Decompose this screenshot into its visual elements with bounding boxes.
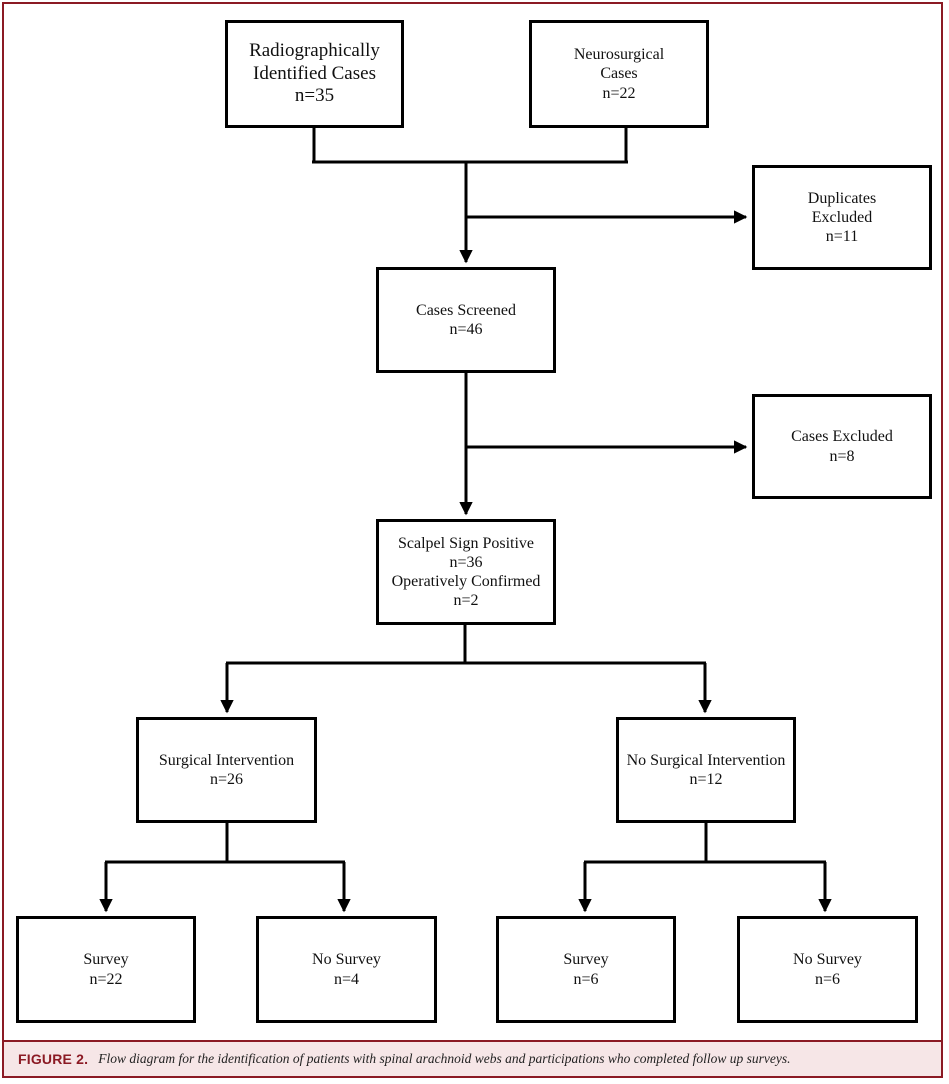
box-survey-surgical-line-2: n=22	[89, 970, 123, 988]
box-radiographic-line-3: n=35	[294, 85, 335, 107]
box-no-surgical-intervention: No Surgical Intervention n=12	[616, 717, 796, 823]
box-neurosurgical-line-1: Neurosurgical	[573, 46, 665, 64]
box-survey-surgical-line-1: Survey	[83, 951, 129, 969]
box-survey-nonsurgical-line-2: n=6	[573, 970, 599, 988]
figure-caption-label: FIGURE 2.	[18, 1051, 89, 1067]
box-survey-nonsurgical: Survey n=6	[496, 916, 676, 1023]
box-scalpel-line-2: n=36	[449, 553, 483, 571]
box-no-survey-nonsurgical-line-2: n=6	[814, 970, 841, 988]
box-survey-surgical: Survey n=22	[16, 916, 196, 1023]
box-excluded-line-1: Cases Excluded	[791, 428, 893, 446]
box-surgical-intervention: Surgical Intervention n=26	[136, 717, 317, 823]
box-duplicates-excluded: Duplicates Excluded n=11	[752, 165, 932, 270]
box-duplicates-line-1: Duplicates	[807, 189, 877, 207]
box-no-survey-nonsurgical-line-1: No Survey	[793, 951, 862, 969]
box-no-survey-nonsurgical: No Survey n=6	[737, 916, 918, 1023]
box-no-surgical-line-2: n=12	[689, 771, 723, 788]
box-neurosurgical-cases: Neurosurgical Cases n=22	[529, 20, 709, 128]
box-screened-line-1: Cases Screened	[416, 301, 516, 319]
box-survey-nonsurgical-line-1: Survey	[563, 951, 609, 969]
box-radiographic-line-2: Identified Cases	[253, 62, 376, 84]
box-cases-screened: Cases Screened n=46	[376, 267, 556, 373]
box-duplicates-line-3: n=11	[825, 228, 859, 246]
box-scalpel-line-4: n=2	[453, 592, 479, 610]
box-duplicates-line-2: Excluded	[811, 208, 873, 226]
box-surgical-line-1: Surgical Intervention	[158, 751, 295, 769]
box-cases-excluded: Cases Excluded n=8	[752, 394, 932, 499]
figure-caption-text: Flow diagram for the identification of p…	[98, 1051, 791, 1066]
box-neurosurgical-line-3: n=22	[602, 84, 636, 102]
box-surgical-line-2: n=26	[209, 771, 244, 788]
flow-connectors	[99, 127, 832, 913]
box-scalpel-line-3: Operatively Confirmed	[391, 573, 541, 590]
box-scalpel-sign-positive: Scalpel Sign Positive n=36 Operatively C…	[376, 519, 556, 625]
box-neurosurgical-line-2: Cases	[600, 65, 638, 83]
box-screened-line-2: n=46	[449, 321, 483, 338]
box-radiographic-cases: Radiographically Identified Cases n=35	[225, 20, 404, 128]
box-no-survey-surgical: No Survey n=4	[256, 916, 437, 1023]
box-excluded-line-2: n=8	[829, 447, 855, 465]
box-scalpel-line-1: Scalpel Sign Positive	[398, 534, 534, 552]
box-radiographic-line-1: Radiographically	[249, 39, 380, 61]
box-no-survey-surgical-line-2: n=4	[333, 970, 360, 988]
figure-caption: FIGURE 2. Flow diagram for the identific…	[4, 1040, 941, 1076]
box-no-surgical-line-1: No Surgical Intervention	[626, 751, 786, 769]
box-no-survey-surgical-line-1: No Survey	[312, 951, 381, 969]
